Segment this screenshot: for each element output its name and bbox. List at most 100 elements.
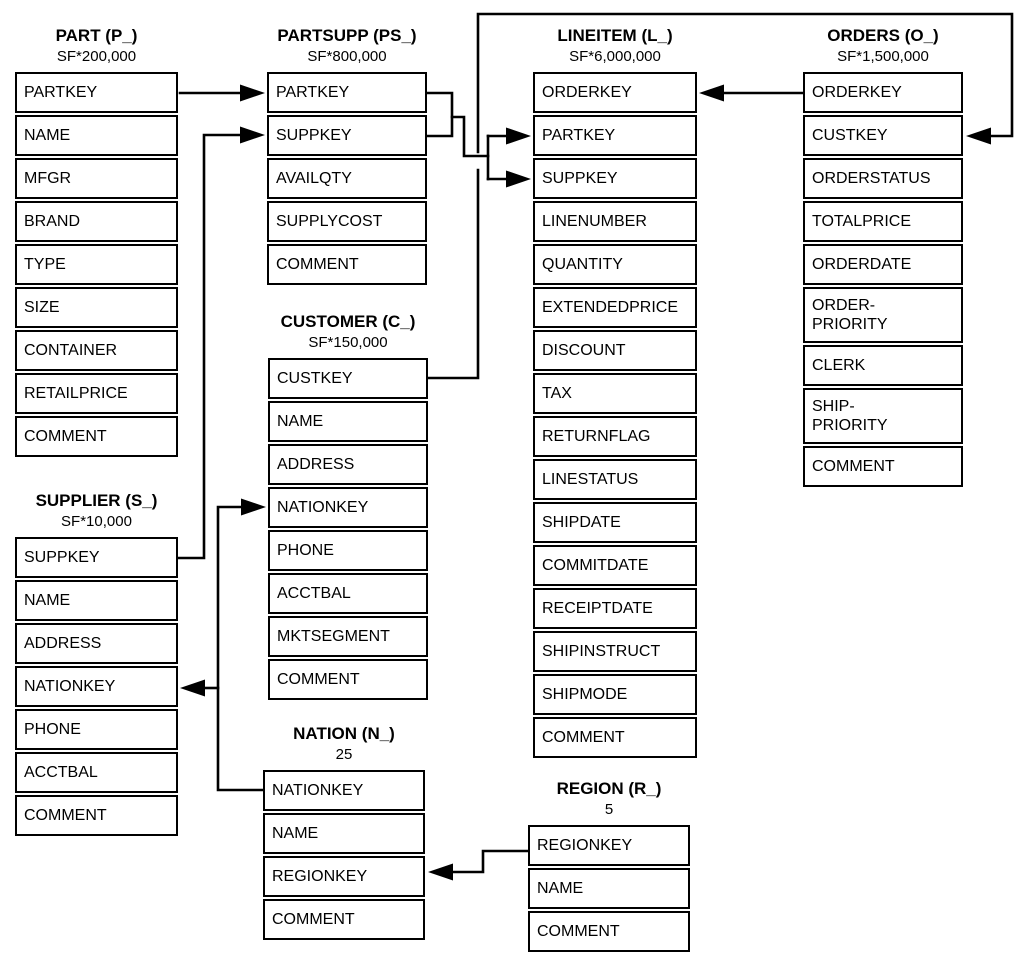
nation-field-nationkey: NATIONKEY	[263, 770, 425, 811]
part-field-container: CONTAINER	[15, 330, 178, 371]
orders-field-clerk: CLERK	[803, 345, 963, 386]
fk-orders-orderkey-to-lineitem-orderkey-arrowhead-icon	[699, 84, 724, 102]
partsupp-field-partkey: PARTKEY	[267, 72, 427, 113]
nation-table-title: NATION (N_)	[293, 724, 395, 743]
fk-part-partkey-to-partsupp-partkey-arrowhead-icon	[240, 84, 265, 102]
part-field-brand: BRAND	[15, 201, 178, 242]
supplier-field-nationkey: NATIONKEY	[15, 666, 178, 707]
partsupp-keys-bracket-line	[425, 91, 454, 138]
part-table-title: PART (P_)	[55, 26, 138, 45]
supplier-cardinality: SF*10,000	[61, 513, 132, 530]
partsupp-field-suppkey: SUPPKEY	[267, 115, 427, 156]
part-field-retailprice: RETAILPRICE	[15, 373, 178, 414]
customer-field-phone: PHONE	[268, 530, 428, 571]
part-field-comment: COMMENT	[15, 416, 178, 457]
customer-field-mktsegment: MKTSEGMENT	[268, 616, 428, 657]
customer-field-name: NAME	[268, 401, 428, 442]
fk-partsupp-to-lineitem-suppkey	[486, 170, 531, 188]
lineitem-field-shipdate: SHIPDATE	[533, 502, 697, 543]
fk-region-regionkey-to-nation-regionkey	[428, 849, 530, 881]
fk-partsupp-to-lineitem-partkey	[486, 127, 531, 145]
part-header: PART (P_) SF*200,000	[0, 25, 227, 67]
supplier-field-name: NAME	[15, 580, 178, 621]
lineitem-header: LINEITEM (L_) SF*6,000,000	[485, 25, 745, 67]
customer-field-comment: COMMENT	[268, 659, 428, 700]
supplier-table-title: SUPPLIER (S_)	[35, 491, 158, 510]
orders-table-title: ORDERS (O_)	[827, 26, 939, 45]
lineitem-field-comment: COMMENT	[533, 717, 697, 758]
partsupp-header: PARTSUPP (PS_) SF*800,000	[217, 25, 477, 67]
nation-field-name: NAME	[263, 813, 425, 854]
nation-cardinality: 25	[335, 746, 353, 763]
fk-orders-orderkey-to-lineitem-orderkey	[699, 84, 805, 102]
lineitem-field-commitdate: COMMITDATE	[533, 545, 697, 586]
fk-nation-nationkey-to-customer-nationkey-arrowhead-icon	[241, 498, 266, 516]
orders-field-orderdate: ORDERDATE	[803, 244, 963, 285]
partsupp-table-title: PARTSUPP (PS_)	[277, 26, 417, 45]
partsupp-bracket-outlet	[450, 115, 490, 158]
customer-field-address: ADDRESS	[268, 444, 428, 485]
customer-header: CUSTOMER (C_) SF*150,000	[218, 311, 478, 353]
lineitem-field-discount: DISCOUNT	[533, 330, 697, 371]
customer-field-custkey: CUSTKEY	[268, 358, 428, 399]
lineitem-field-returnflag: RETURNFLAG	[533, 416, 697, 457]
fk-nation-nationkey-to-supplier-nationkey	[180, 679, 220, 697]
fk-part-partkey-to-partsupp-partkey	[178, 84, 265, 102]
lineitem-field-shipmode: SHIPMODE	[533, 674, 697, 715]
partsupp-cardinality: SF*800,000	[307, 48, 387, 65]
partsupp-field-availqty: AVAILQTY	[267, 158, 427, 199]
lineitem-field-suppkey: SUPPKEY	[533, 158, 697, 199]
customer-field-acctbal: ACCTBAL	[268, 573, 428, 614]
orders-cardinality: SF*1,500,000	[837, 48, 929, 65]
partsupp-bracket-outlet-line	[450, 115, 490, 158]
orders-field-order-priority: ORDER- PRIORITY	[803, 287, 963, 343]
orders-header: ORDERS (O_) SF*1,500,000	[753, 25, 1013, 67]
supplier-field-suppkey: SUPPKEY	[15, 537, 178, 578]
nation-header: NATION (N_) 25	[214, 723, 474, 765]
supplier-field-phone: PHONE	[15, 709, 178, 750]
orders-field-custkey: CUSTKEY	[803, 115, 963, 156]
partsupp-field-supplycost: SUPPLYCOST	[267, 201, 427, 242]
customer-cardinality: SF*150,000	[308, 334, 388, 351]
lineitem-field-linenumber: LINENUMBER	[533, 201, 697, 242]
lineitem-field-shipinstruct: SHIPINSTRUCT	[533, 631, 697, 672]
nation-field-regionkey: REGIONKEY	[263, 856, 425, 897]
orders-field-orderkey: ORDERKEY	[803, 72, 963, 113]
region-table-title: REGION (R_)	[556, 779, 662, 798]
customer-table-title: CUSTOMER (C_)	[280, 312, 416, 331]
region-field-name: NAME	[528, 868, 690, 909]
lineitem-cardinality: SF*6,000,000	[569, 48, 661, 65]
customer-field-nationkey: NATIONKEY	[268, 487, 428, 528]
lineitem-field-quantity: QUANTITY	[533, 244, 697, 285]
fk-region-regionkey-to-nation-regionkey-arrowhead-icon	[428, 863, 453, 881]
lineitem-table-title: LINEITEM (L_)	[557, 26, 673, 45]
part-cardinality: SF*200,000	[56, 48, 137, 65]
orders-field-ship-priority: SHIP- PRIORITY	[803, 388, 963, 444]
region-header: REGION (R_) 5	[479, 778, 739, 820]
region-cardinality: 5	[604, 801, 614, 818]
part-field-size: SIZE	[15, 287, 178, 328]
region-field-regionkey: REGIONKEY	[528, 825, 690, 866]
orders-field-comment: COMMENT	[803, 446, 963, 487]
lineitem-field-receiptdate: RECEIPTDATE	[533, 588, 697, 629]
orders-field-orderstatus: ORDERSTATUS	[803, 158, 963, 199]
fk-customer-custkey-to-orders-custkey-arrowhead-icon	[966, 127, 991, 145]
lineitem-field-extendedprice: EXTENDEDPRICE	[533, 287, 697, 328]
nation-field-comment: COMMENT	[263, 899, 425, 940]
fk-region-regionkey-to-nation-regionkey-line	[451, 849, 530, 874]
fk-partsupp-to-lineitem-partkey-arrowhead-icon	[506, 127, 531, 145]
fk-supplier-suppkey-to-partsupp-suppkey-arrowhead-icon	[240, 126, 265, 144]
partsupp-field-comment: COMMENT	[267, 244, 427, 285]
part-field-partkey: PARTKEY	[15, 72, 178, 113]
supplier-field-address: ADDRESS	[15, 623, 178, 664]
fk-nation-nationkey-to-supplier-nationkey-arrowhead-icon	[180, 679, 205, 697]
supplier-header: SUPPLIER (S_) SF*10,000	[0, 490, 227, 532]
part-field-mfgr: MFGR	[15, 158, 178, 199]
partsupp-keys-bracket	[425, 91, 454, 138]
supplier-field-comment: COMMENT	[15, 795, 178, 836]
lineitem-field-linestatus: LINESTATUS	[533, 459, 697, 500]
lineitem-field-partkey: PARTKEY	[533, 115, 697, 156]
fk-partsupp-to-lineitem-suppkey-arrowhead-icon	[506, 170, 531, 188]
supplier-field-acctbal: ACCTBAL	[15, 752, 178, 793]
